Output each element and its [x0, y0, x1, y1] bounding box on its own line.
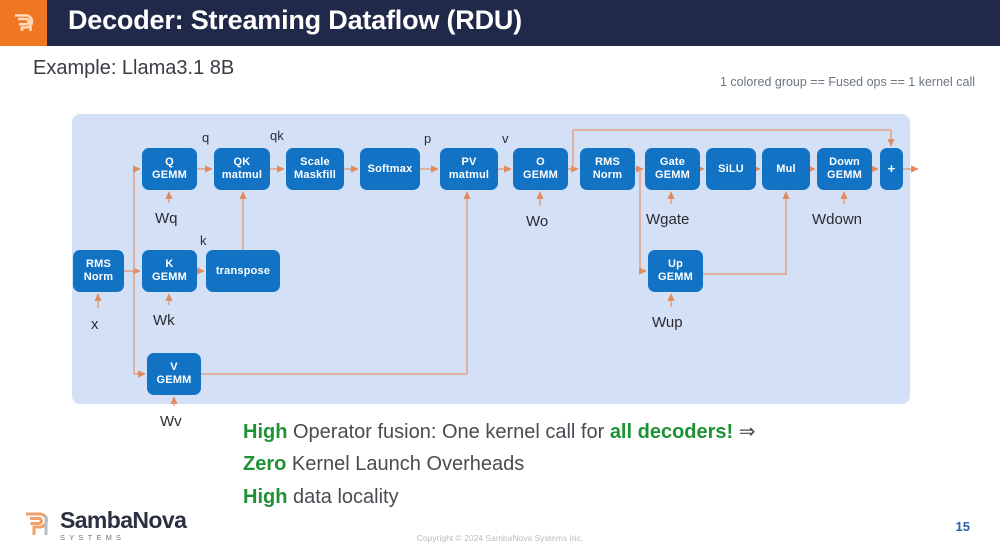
bullet-keyword: High: [243, 421, 288, 443]
weight-label-wo: Wo: [526, 213, 549, 230]
node-label-line2: GEMM: [151, 169, 188, 181]
bullet-line: High data locality: [243, 481, 756, 513]
weight-label-x: x: [91, 316, 99, 333]
node-label: Up: [667, 258, 684, 271]
node-label-line2: GEMM: [654, 169, 691, 181]
page-title: Decoder: Streaming Dataflow (RDU): [68, 5, 522, 35]
edge-label-q: q: [202, 130, 210, 145]
node-label: RMS: [594, 156, 621, 169]
brand-subtitle: SYSTEMS: [60, 532, 126, 542]
footer-logo: SambaNova SYSTEMS: [22, 506, 187, 542]
edge-label-p: p: [424, 131, 432, 146]
bullet-emphasis: all decoders!: [609, 421, 734, 443]
copyright-text: Copyright © 2024 SambaNova Systems Inc.: [416, 533, 584, 543]
node-label-line2: GEMM: [151, 271, 188, 283]
node-silu[interactable]: SiLU: [706, 148, 756, 190]
slide-header: Decoder: Streaming Dataflow (RDU): [0, 0, 1000, 46]
node-label: Q: [165, 156, 174, 169]
node-label: Softmax: [367, 162, 413, 175]
node-label-line2: GEMM: [522, 169, 559, 181]
node-label: QK: [233, 156, 251, 169]
takeaway-bullets: High Operator fusion: One kernel call fo…: [243, 416, 756, 513]
page-number: 15: [955, 519, 970, 534]
example-subtitle: Example: Llama3.1 8B: [33, 57, 235, 79]
node-label-line2: Norm: [83, 271, 114, 283]
node-label: Gate: [659, 156, 686, 169]
node-label: K: [165, 258, 174, 271]
node-label: transpose: [215, 264, 271, 277]
bullet-keyword: High: [243, 485, 288, 508]
node-label-line2: matmul: [221, 169, 263, 181]
node-label: Scale: [300, 156, 330, 169]
node-label-line2: matmul: [448, 169, 490, 181]
bullet-text: data locality: [287, 485, 399, 508]
node-label-line2: Maskfill: [294, 169, 336, 181]
weight-label-wv: Wv: [160, 413, 182, 430]
node-label: Down: [829, 156, 860, 169]
weight-label-wgate: Wgate: [646, 211, 690, 228]
node-label: +: [887, 160, 896, 176]
legend-note: 1 colored group == Fused ops == 1 kernel…: [719, 75, 975, 89]
weight-label-wk: Wk: [153, 312, 175, 329]
bullet-text: Kernel Launch Overheads: [286, 453, 525, 476]
weight-label-wdown: Wdown: [812, 211, 863, 228]
node-label: V: [170, 361, 178, 374]
node-label-line2: GEMM: [156, 374, 192, 386]
node-softmax[interactable]: Softmax: [360, 148, 420, 190]
node-label: RMS: [85, 258, 112, 271]
weight-label-wq: Wq: [155, 210, 178, 227]
node-label: O: [536, 156, 545, 169]
edge-label-qk: qk: [270, 128, 284, 143]
brand-name: SambaNova: [60, 506, 187, 533]
node-label: SiLU: [718, 162, 744, 175]
sambanova-logo-icon: [26, 512, 48, 535]
node-label-line2: Norm: [592, 169, 623, 181]
header-logo-tile: [0, 0, 47, 46]
bullet-line: High Operator fusion: One kernel call fo…: [243, 416, 756, 448]
bullet-arrow: ⇒: [733, 421, 756, 443]
bullet-keyword: Zero: [243, 453, 287, 476]
weight-label-wup: Wup: [652, 314, 683, 331]
node-label-line2: GEMM: [826, 169, 863, 181]
node-label-line2: GEMM: [657, 271, 694, 283]
sambanova-mark-icon: [14, 14, 33, 31]
node-label: Mul: [776, 162, 796, 175]
bullet-text: Operator fusion: One kernel call for: [287, 421, 610, 443]
edge-label-k: k: [200, 233, 207, 248]
bullet-line: Zero Kernel Launch Overheads: [243, 448, 756, 480]
node-mul[interactable]: Mul: [762, 148, 810, 190]
node-add[interactable]: +: [880, 148, 903, 190]
edge-label-v: v: [502, 131, 509, 146]
node-transpose[interactable]: transpose: [206, 250, 280, 292]
node-label: PV: [461, 156, 477, 169]
